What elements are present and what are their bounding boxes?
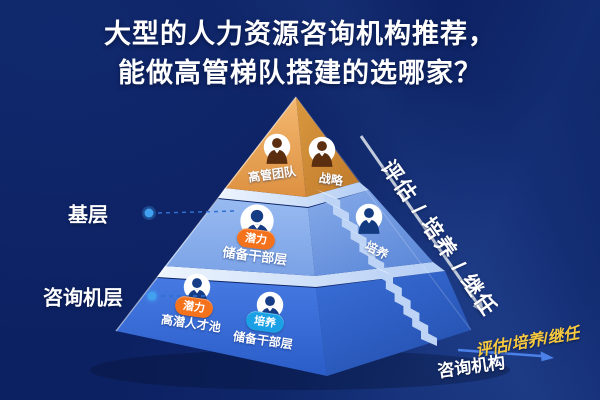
executive-avatar-2 <box>308 136 336 167</box>
executive-avatar-1 <box>263 133 291 164</box>
footer-arrow-head <box>540 351 554 362</box>
process-arrow-line <box>359 135 479 304</box>
tier1-dot <box>144 208 154 218</box>
tier2-label: 咨询机层 <box>43 287 123 310</box>
page-title: 大型的人力资源咨询机构推荐， 能做高管梯队搭建的选哪家？ <box>0 15 600 93</box>
staircase <box>315 189 437 346</box>
pyramid-bottom-right-face <box>316 271 471 376</box>
title-line-1: 大型的人力资源咨询机构推荐， <box>104 19 496 49</box>
top-member2-label: 战略 <box>318 170 344 189</box>
tier1-leader-line <box>157 210 237 214</box>
footer-arrow-line <box>457 348 542 358</box>
tier1-label: 基层 <box>68 204 108 227</box>
pyramid-bottom-top-surface <box>157 262 445 287</box>
pyramid-middle-top-surface <box>218 182 369 207</box>
pyramid-right-edge-highlight <box>295 96 472 331</box>
title-line-2: 能做高管梯队搭建的选哪家？ <box>118 58 482 88</box>
pyramid-left-edge-highlight <box>115 96 297 332</box>
side-face-avatar <box>355 203 383 234</box>
process-arrow-head <box>472 299 484 313</box>
tier2-dot <box>147 291 157 301</box>
